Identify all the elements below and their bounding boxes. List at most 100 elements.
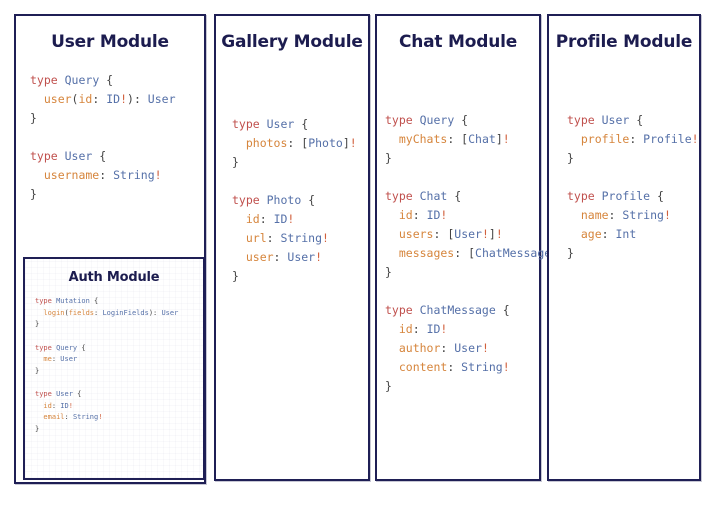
schema-line: } — [35, 366, 203, 378]
module-card-gallery[interactable]: Gallery Module type User {photos: [Photo… — [214, 14, 370, 481]
token-fld: id — [398, 322, 413, 336]
token-punc: ] — [495, 132, 503, 146]
module-title-user: User Module — [51, 32, 169, 52]
token-bang: ! — [663, 208, 671, 222]
schema-type-block: type Query {myChats: [Chat]!} — [385, 111, 539, 168]
token-ty: ID — [106, 92, 121, 106]
token-bang: ! — [120, 92, 127, 106]
module-card-profile[interactable]: Profile Module type User {profile: Profi… — [547, 14, 701, 481]
token-tname: ChatMessage — [419, 303, 496, 317]
token-fld: myChats — [398, 132, 448, 146]
schema-type-block: type User {id: ID!email: String!} — [35, 389, 203, 435]
token-punc: [ — [461, 132, 469, 146]
token-bang: ! — [315, 250, 323, 264]
schema-line: type Chat { — [385, 187, 539, 206]
module-card-auth[interactable]: Auth Module type Mutation {login(fields:… — [23, 257, 205, 480]
token-punc: } — [30, 187, 37, 201]
schema-line: } — [385, 263, 539, 282]
token-fld: id — [78, 92, 93, 106]
token-ty: String — [72, 413, 99, 421]
schema-line: type Query { — [385, 111, 539, 130]
module-card-user[interactable]: User Module type Query {user(id: ID!): U… — [14, 14, 206, 484]
schema-line: name: String! — [567, 206, 699, 225]
schema-type-block: type ChatMessage {id: ID!author: User!co… — [385, 301, 539, 396]
module-card-chat[interactable]: Chat Module type Query {myChats: [Chat]!… — [375, 14, 565, 481]
token-punc: ] — [342, 136, 350, 150]
token-tname: User — [64, 149, 93, 163]
module-code-auth: type Mutation {login(fields: LoginFields… — [25, 296, 203, 435]
schema-line: id: ID! — [35, 401, 203, 413]
token-fld: me — [43, 355, 52, 363]
token-punc: { — [77, 343, 86, 352]
token-punc: } — [385, 379, 392, 393]
token-kw: type — [567, 113, 602, 127]
schema-line: author: User! — [385, 339, 539, 358]
module-title-gallery: Gallery Module — [221, 32, 363, 52]
token-kw: type — [385, 303, 420, 317]
token-fld: login — [43, 308, 65, 317]
token-tname: Query — [64, 73, 100, 87]
schema-type-block: type Profile {name: String!age: Int} — [567, 187, 699, 263]
schema-line: user: User! — [232, 248, 368, 267]
schema-type-block: type User {username: String!} — [30, 147, 204, 204]
schema-line: } — [35, 319, 203, 331]
token-punc: { — [301, 193, 316, 207]
token-punc: { — [294, 117, 309, 131]
schema-line: type User { — [567, 111, 699, 130]
token-kw: type — [30, 73, 65, 87]
token-ty: User — [60, 355, 78, 363]
schema-line: type ChatMessage { — [385, 301, 539, 320]
schema-type-block: type Mutation {login(fields: LoginFields… — [35, 296, 203, 331]
token-punc: : — [92, 92, 107, 106]
module-code-profile: type User {profile: Profile!}type Profil… — [549, 111, 699, 263]
token-bang: ! — [440, 322, 448, 336]
token-punc: { — [629, 113, 644, 127]
token-tname: Chat — [419, 189, 448, 203]
schema-line: type Query { — [30, 71, 204, 90]
token-bang: ! — [502, 132, 510, 146]
token-punc: ) — [148, 308, 154, 317]
token-kw: type — [232, 193, 267, 207]
schema-line: id: ID! — [385, 320, 539, 339]
schema-type-block: type Photo {id: ID!url: String!user: Use… — [232, 191, 368, 286]
token-punc: : — [608, 208, 623, 222]
schema-line: } — [232, 267, 368, 286]
schema-line: content: String! — [385, 358, 539, 377]
schema-type-block: type Query {me: User} — [35, 343, 203, 378]
token-ty: String — [622, 208, 664, 222]
schema-line: } — [30, 109, 204, 128]
token-fld: username — [43, 168, 100, 182]
token-punc: } — [35, 366, 40, 375]
schema-line: } — [567, 244, 699, 263]
schema-line: type Query { — [35, 343, 203, 355]
token-ty: ID — [426, 208, 441, 222]
token-ty: User — [454, 227, 482, 241]
module-code-gallery: type User {photos: [Photo]!} type Photo {… — [216, 115, 368, 286]
token-ty: String — [280, 231, 323, 245]
token-ty: User — [287, 250, 316, 264]
token-punc: : — [412, 208, 427, 222]
schema-line: profile: Profile! — [567, 130, 699, 149]
schema-line: users: [User!]! — [385, 225, 539, 244]
schema-type-block: type Query {user(id: ID!): User} — [30, 71, 204, 128]
token-tname: User — [56, 390, 73, 398]
token-punc: : — [64, 413, 73, 421]
token-punc: ) — [127, 92, 134, 106]
token-ty: ChatMessage — [475, 246, 552, 260]
token-ty: User — [161, 308, 179, 317]
token-fld: profile — [580, 132, 630, 146]
token-ty: ID — [60, 401, 69, 410]
token-punc: } — [232, 269, 239, 283]
token-ty: String — [461, 360, 503, 374]
token-bang: ! — [495, 227, 503, 241]
schema-type-block: type User {photos: [Photo]!} — [232, 115, 368, 172]
schema-line: id: ID! — [385, 206, 539, 225]
schema-line: login(fields: LoginFields): User — [35, 308, 203, 320]
token-punc: { — [72, 390, 82, 398]
token-punc: ( — [71, 92, 79, 106]
token-fld: name — [580, 208, 609, 222]
token-kw: type — [35, 343, 57, 352]
token-punc: { — [447, 189, 462, 203]
token-kw: type — [385, 113, 420, 127]
